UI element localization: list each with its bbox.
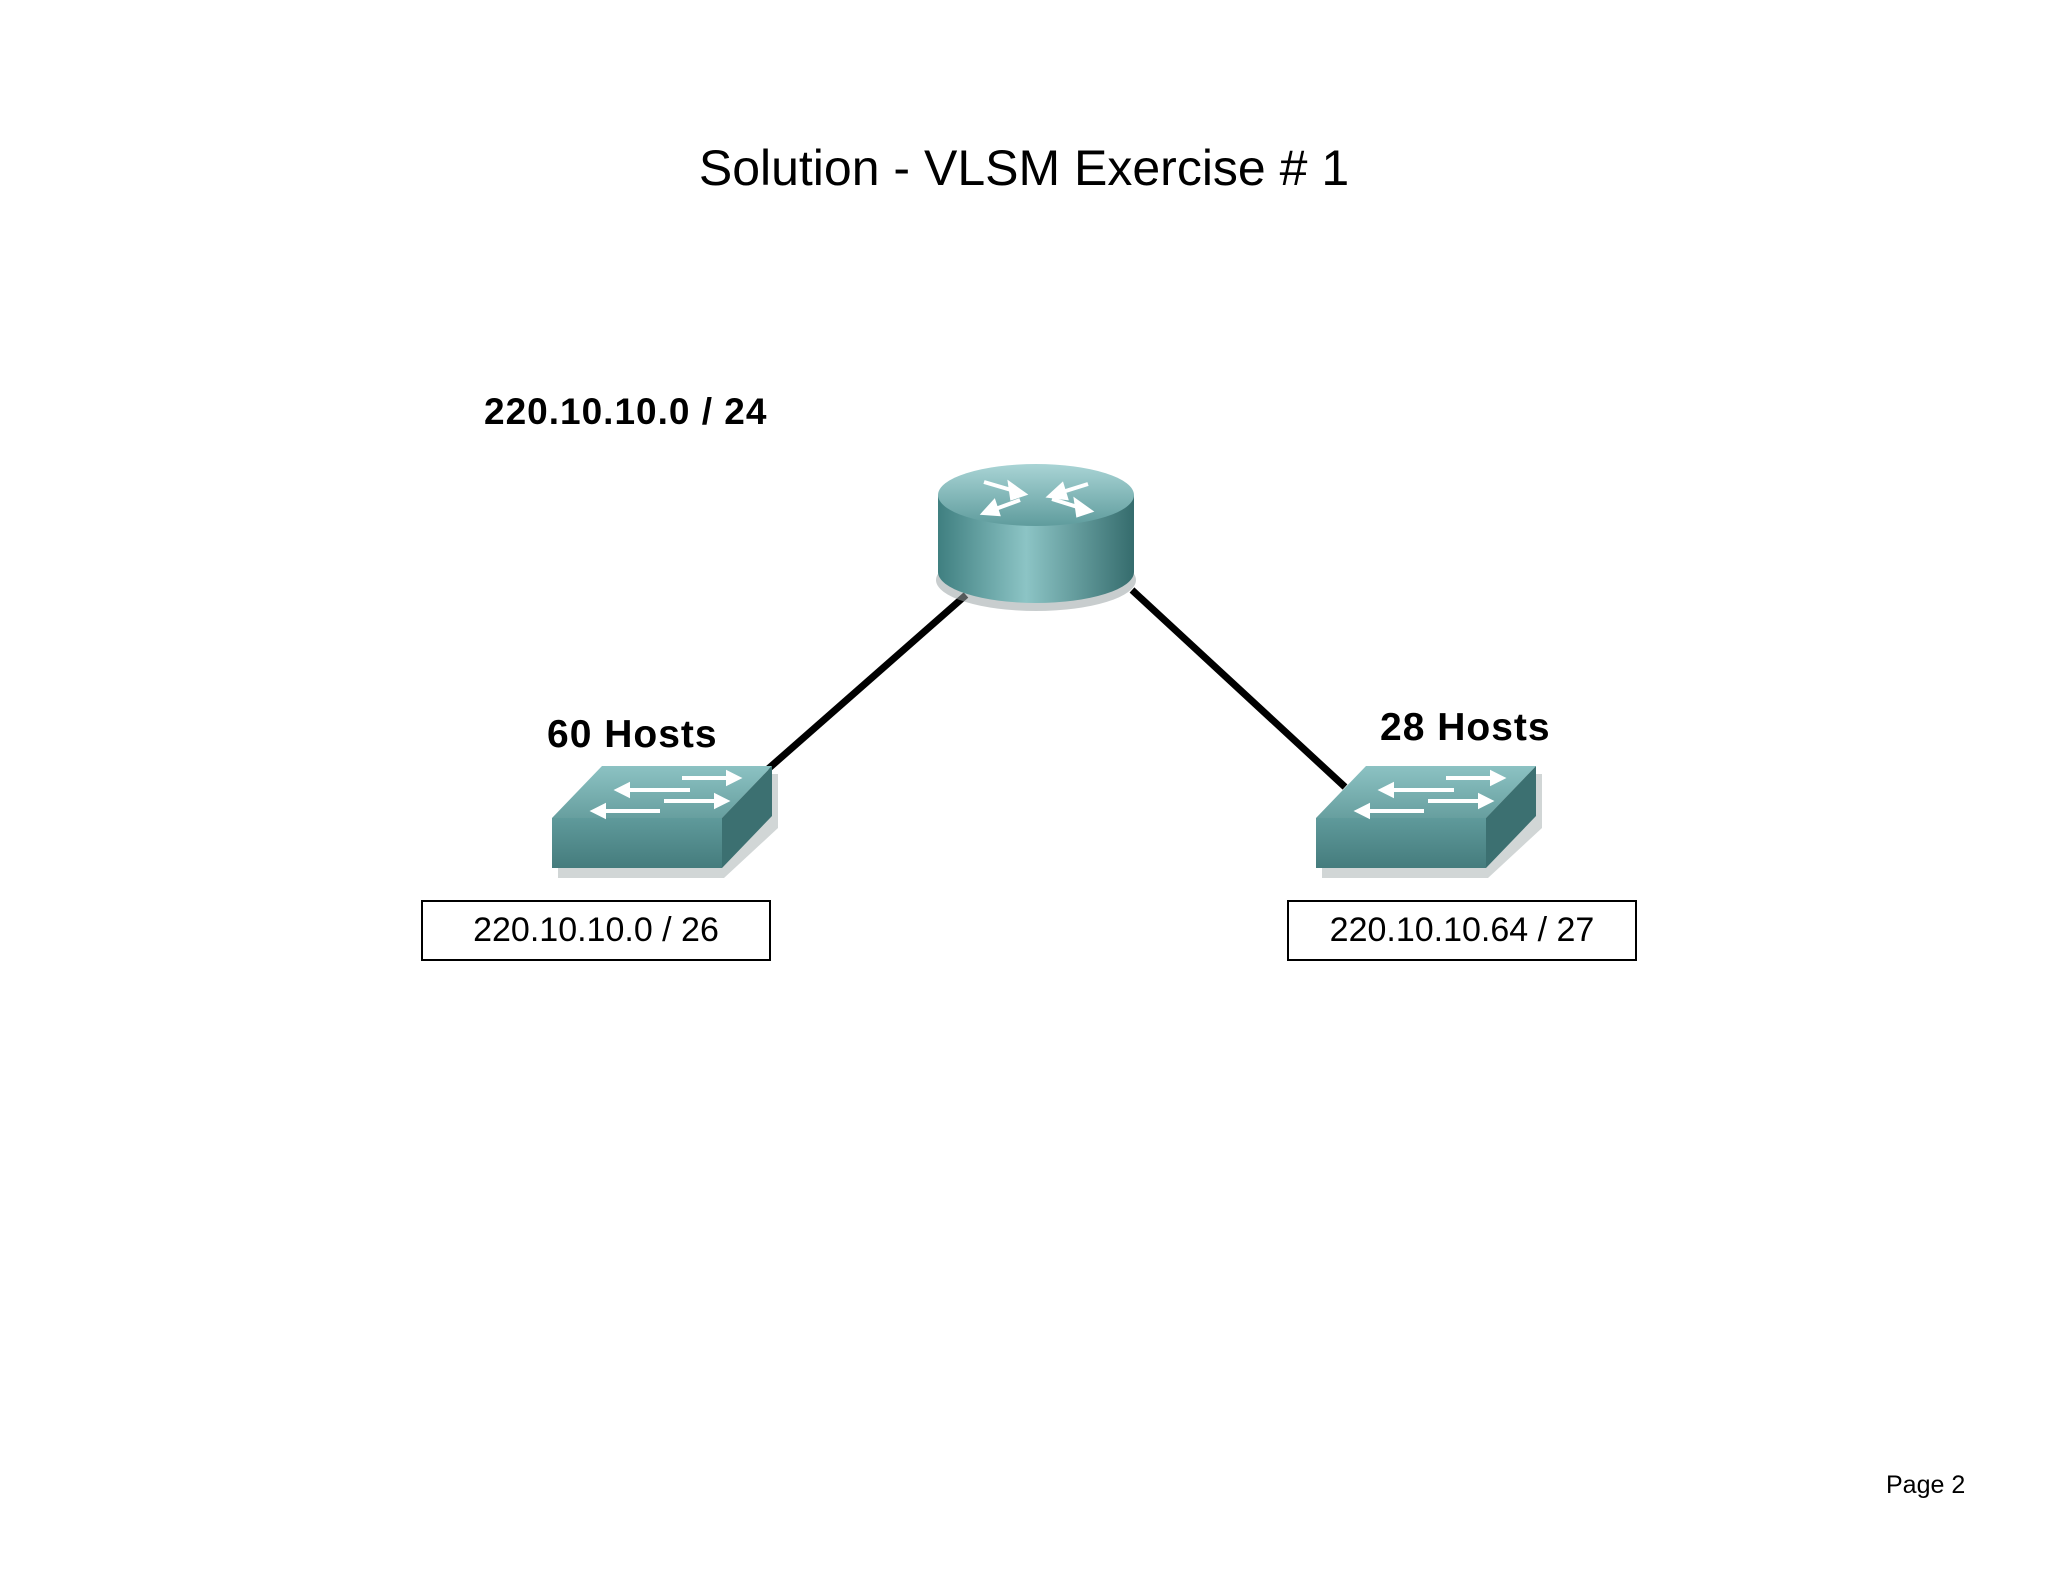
hosts-label-right: 28 Hosts [1380, 706, 1551, 749]
page-title: Solution - VLSM Exercise # 1 [698, 140, 1350, 196]
subnet-box-right: 220.10.10.64 / 27 [1287, 900, 1637, 961]
link-router-right-switch [1129, 587, 1348, 790]
page-number: Page 2 [1886, 1471, 1966, 1499]
network-address-label: 220.10.10.0 / 24 [484, 391, 768, 432]
switch-icon [1316, 766, 1542, 878]
router-icon [936, 464, 1136, 611]
switch-icon [552, 766, 778, 878]
link-router-left-switch [765, 592, 969, 772]
hosts-label-left: 60 Hosts [547, 713, 718, 756]
subnet-box-left: 220.10.10.0 / 26 [421, 900, 771, 961]
